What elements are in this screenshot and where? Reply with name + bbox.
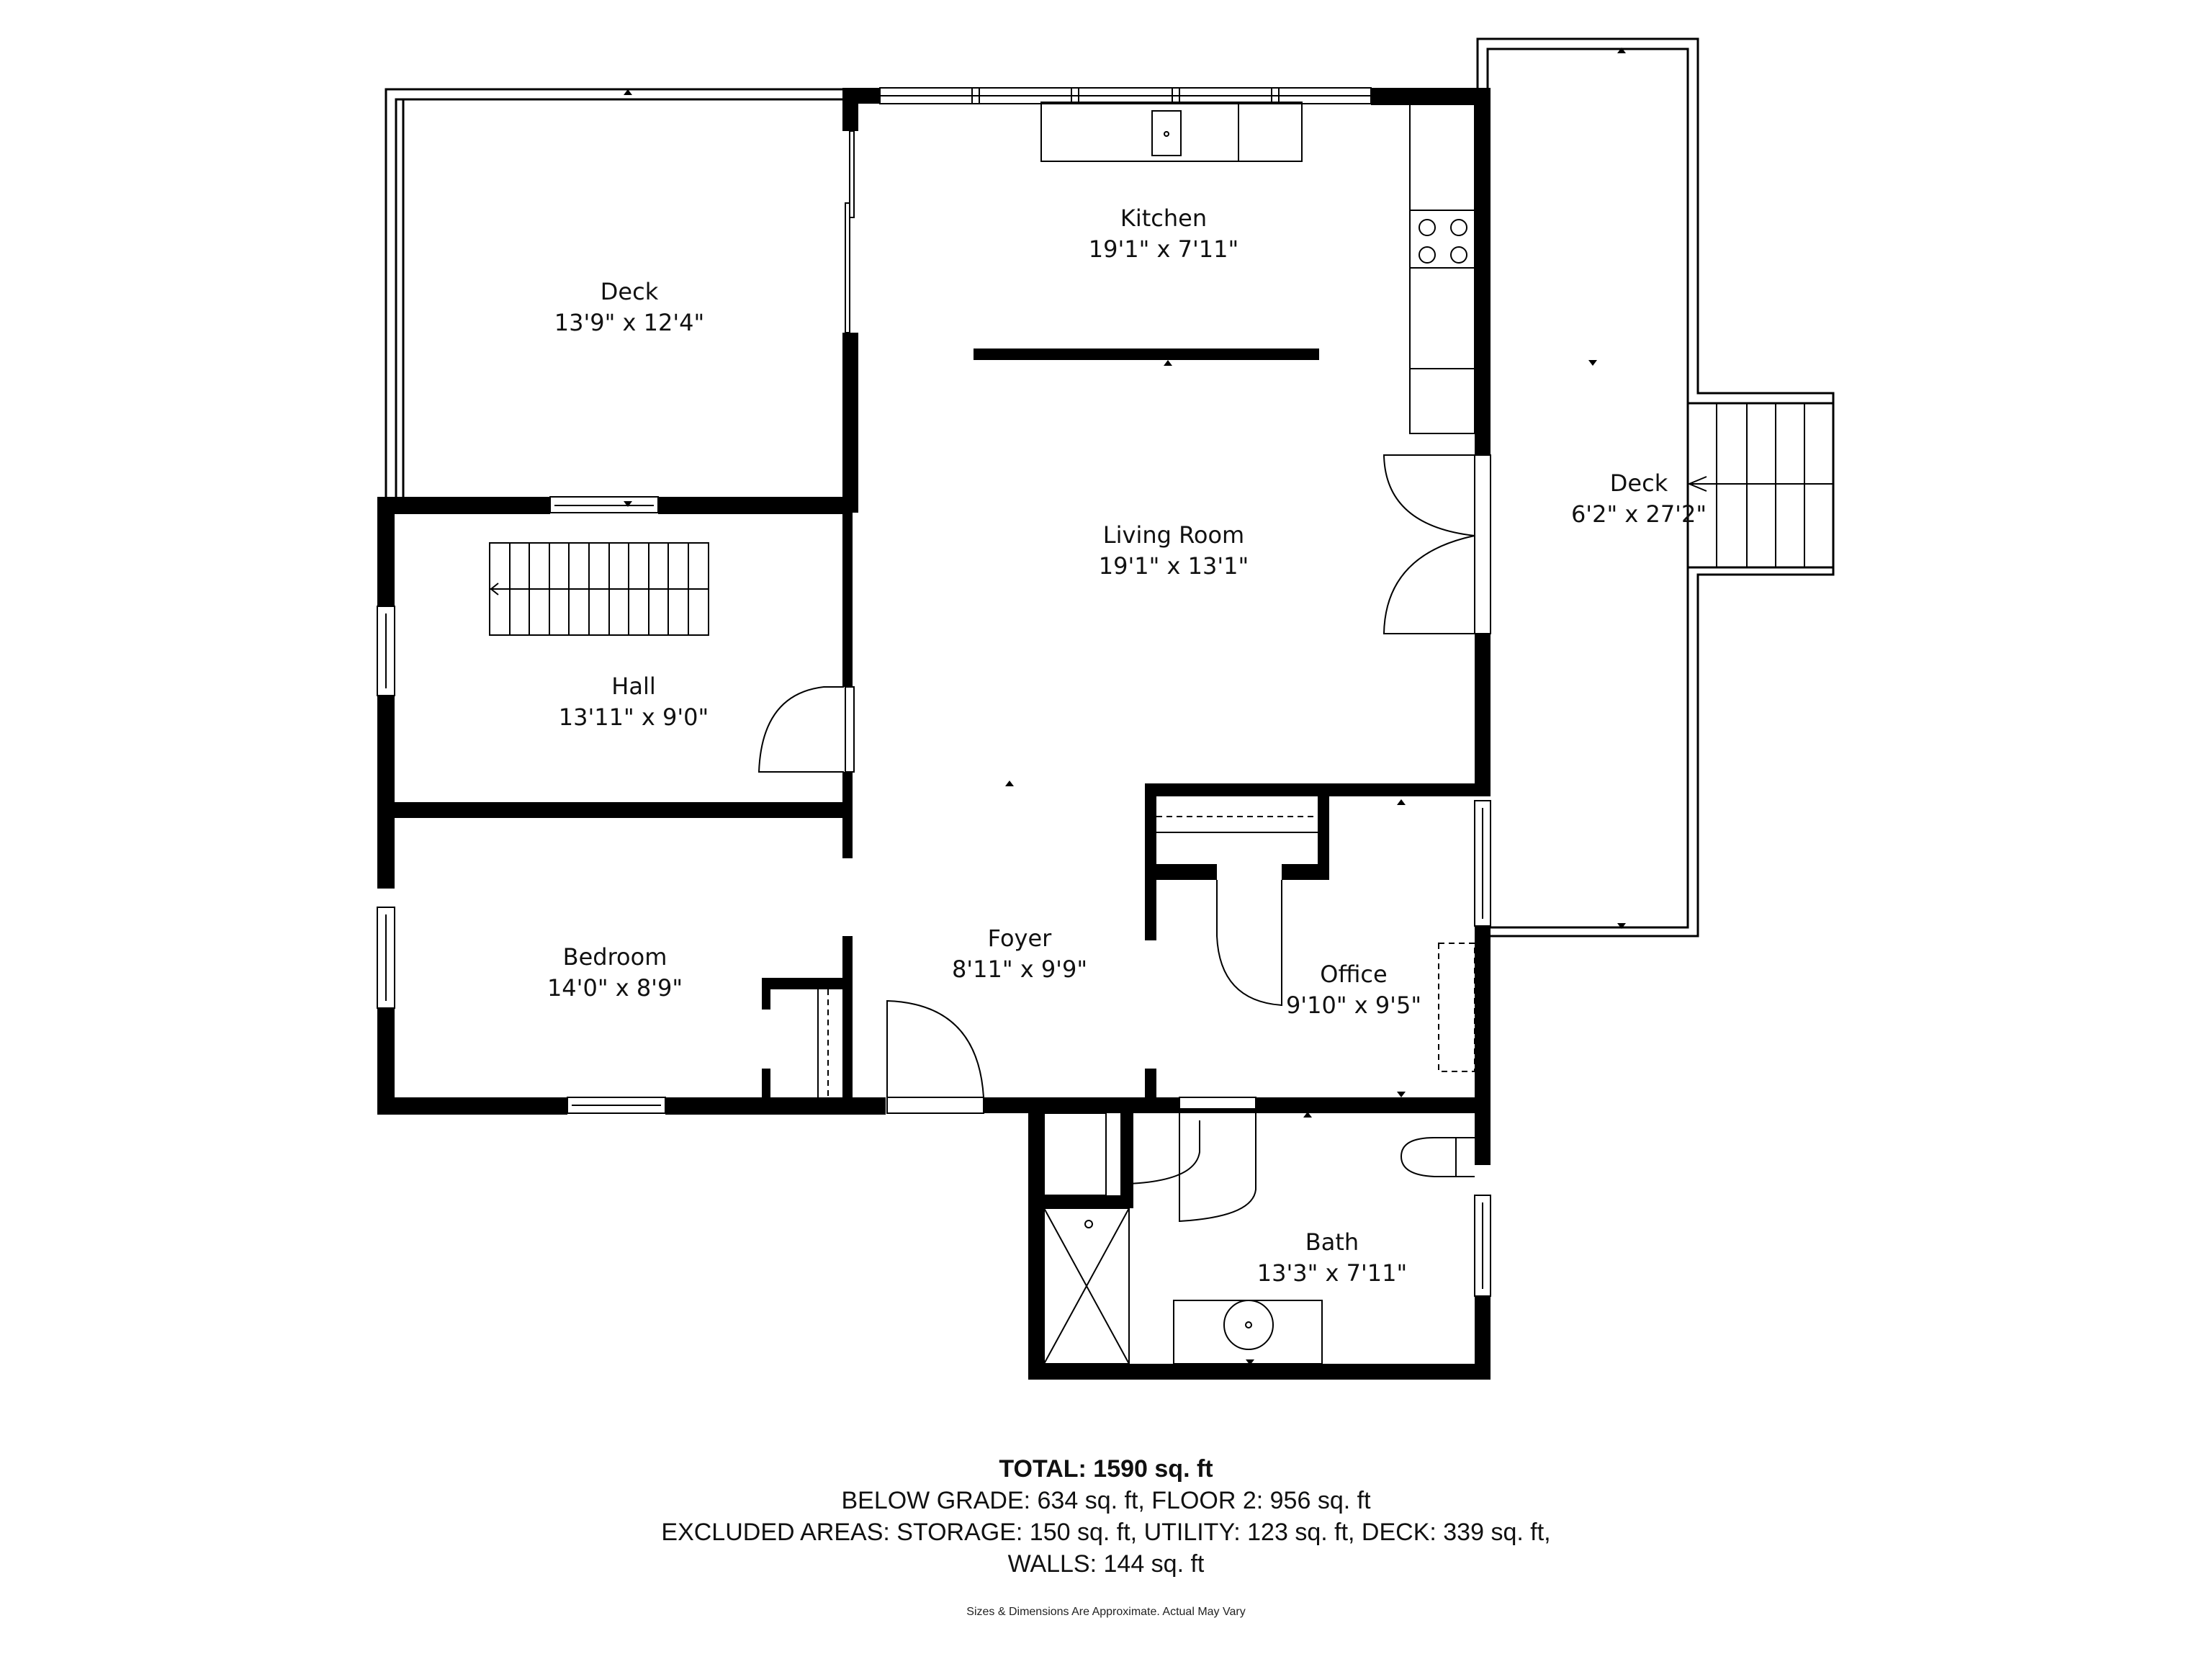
total-area: TOTAL: 1590 sq. ft [999,1455,1213,1483]
room-label-bath: Bath 13'3" x 7'11" [1257,1227,1407,1289]
room-dims: 8'11" x 9'9" [951,956,1088,984]
desk-outline [1438,943,1475,1072]
window-icon [567,1097,666,1114]
area-summary: TOTAL: 1590 sq. ft BELOW GRADE: 634 sq. … [0,1453,2212,1580]
linen-closet [1043,1112,1107,1196]
room-label-deck-west: Deck 13'9" x 12'4" [554,276,704,338]
room-name: Office [1320,961,1388,988]
excluded-areas: EXCLUDED AREAS: STORAGE: 150 sq. ft, UTI… [661,1519,1551,1546]
walls [377,88,1491,1380]
room-dims: 19'1" x 7'11" [1088,235,1239,264]
room-dims: 13'9" x 12'4" [554,309,705,337]
dimension-marker-icon [624,48,1626,1365]
walls-area: WALLS: 144 sq. ft [1007,1550,1205,1578]
room-label-living-room: Living Room 19'1" x 13'1" [1099,520,1249,582]
room-dims: 9'10" x 9'5" [1285,992,1422,1020]
door-swing-icon [757,454,1475,1223]
room-name: Bedroom [562,943,667,971]
kitchen-sink-icon [1151,110,1182,156]
room-name: Kitchen [1120,204,1208,232]
window-icon [879,87,1372,104]
window-icon [549,496,659,513]
shower-icon [1043,1208,1130,1364]
room-dims: 14'0" x 8'9" [547,974,683,1002]
room-label-foyer: Foyer 8'11" x 9'9" [952,923,1087,985]
room-label-bedroom: Bedroom 14'0" x 8'9" [547,942,683,1004]
window-icon [377,907,395,1009]
window-icon [377,606,395,696]
toilet-icon [1400,1137,1475,1177]
bath-sink-icon [1173,1300,1323,1364]
room-name: Deck [600,278,659,305]
room-name: Hall [611,673,656,700]
stairs-icon [489,542,709,636]
room-dims: 19'1" x 13'1" [1098,552,1249,580]
room-label-deck-east: Deck 6'2" x 27'2" [1571,468,1707,530]
room-label-hall: Hall 13'11" x 9'0" [559,671,709,733]
room-dims: 6'2" x 27'2" [1570,500,1707,529]
window-icon [1474,1195,1491,1297]
exterior-stairs-icon [1687,403,1833,567]
room-name: Bath [1305,1228,1359,1256]
room-name: Living Room [1102,521,1245,549]
kitchen-counter [1040,102,1303,162]
room-dims: 13'11" x 9'0" [558,703,709,732]
room-label-office: Office 9'10" x 9'5" [1286,959,1421,1021]
sliding-door-icon [845,130,855,333]
window-icon [1474,800,1491,927]
room-dims: 13'3" x 7'11" [1256,1259,1408,1287]
stove-icon [1409,210,1475,269]
room-name: Foyer [987,925,1052,952]
floor-breakdown: BELOW GRADE: 634 sq. ft, FLOOR 2: 956 sq… [841,1487,1371,1514]
room-name: Deck [1609,469,1668,497]
disclaimer: Sizes & Dimensions Are Approximate. Actu… [966,1606,1246,1618]
deck-left-outline [385,88,857,497]
room-label-kitchen: Kitchen 19'1" x 7'11" [1089,203,1238,265]
